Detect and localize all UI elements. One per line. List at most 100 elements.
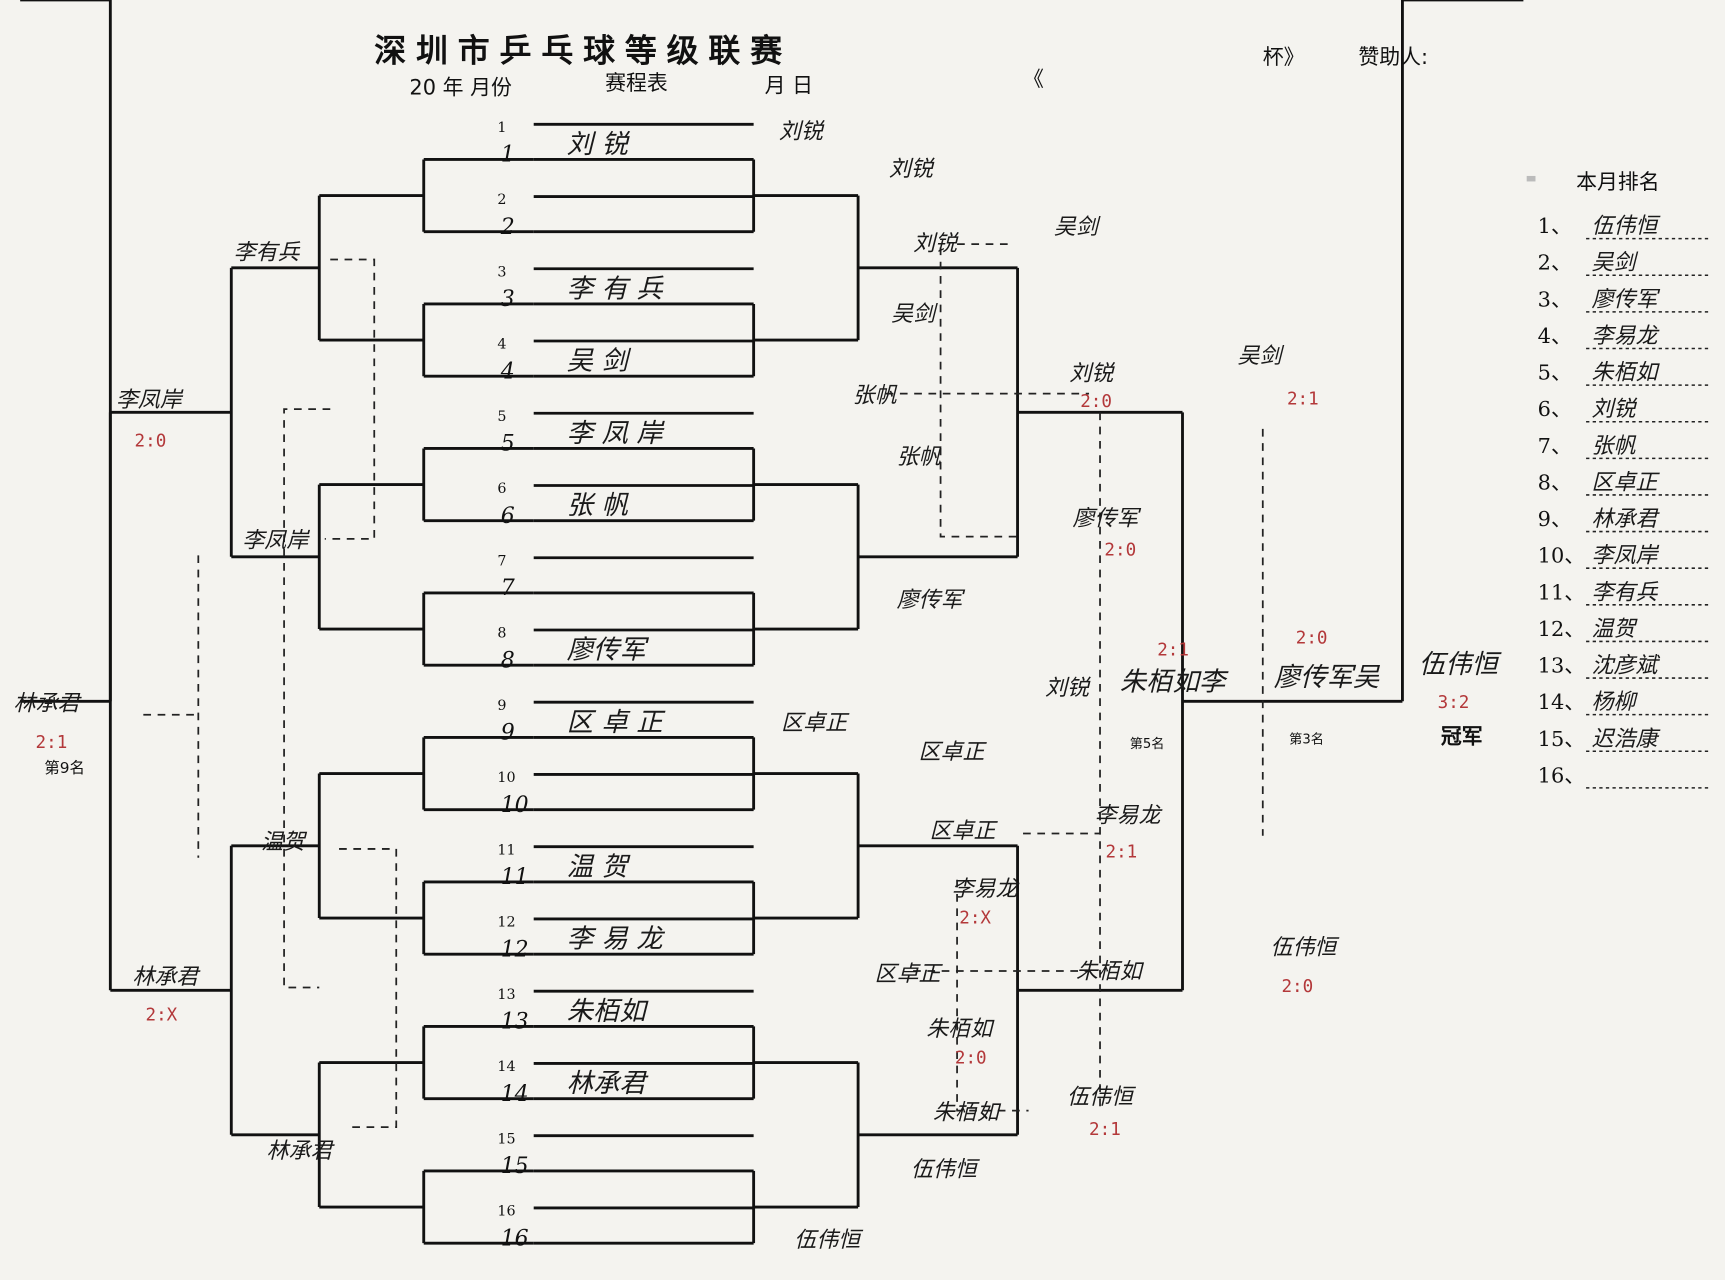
ranking-marker (1526, 175, 1536, 182)
slot-player-name: 区 卓 正 (567, 708, 667, 738)
slot-player-name: 廖传军 (567, 636, 650, 666)
slot-player-name: 李 凤 岸 (567, 419, 666, 449)
dashed-guide (913, 832, 1101, 1112)
slot-number: 8 (497, 626, 506, 642)
slot-player-name: 朱栢如 (567, 997, 650, 1027)
slot-handwritten-number: 14 (501, 1082, 529, 1107)
match-score: 2:0 (1104, 540, 1136, 560)
winner-label: 区卓正 (930, 819, 999, 844)
slot-handwritten-number: 6 (501, 504, 515, 529)
champion-label: 冠军 (1441, 724, 1483, 748)
slot-handwritten-number: 8 (501, 648, 515, 673)
ranking-item: 4、李易龙 (1538, 324, 1711, 350)
match-score: 2:0 (955, 1048, 987, 1068)
fifth-place-name: 朱栢如李 (1120, 668, 1229, 698)
slot-handwritten-number: 2 (500, 215, 515, 240)
bracket-lines (20, 0, 1524, 1245)
match-score: 2:1 (36, 733, 68, 753)
winner-label: 朱栢如 (1076, 960, 1145, 985)
slot-handwritten-number: 3 (501, 287, 515, 312)
ranking-position: 13、 (1538, 654, 1585, 678)
loser-bracket-label: 林承君 (132, 965, 201, 990)
winner-label: 朱栢如 (926, 1017, 995, 1042)
ranking-item: 5、朱栢如 (1538, 361, 1711, 386)
ranking-player-name: 李有兵 (1592, 580, 1659, 605)
ranking-position: 4、 (1538, 324, 1572, 348)
dashed-guide (1099, 412, 1264, 1111)
draw-slot: 22 (497, 192, 754, 240)
ranking-player-name: 杨柳 (1592, 690, 1639, 715)
slot-handwritten-number: 4 (500, 359, 515, 384)
loser-bracket-label: 李有兵 (233, 241, 300, 266)
slot-number: 15 (497, 1131, 515, 1147)
ranking-item: 8、区卓正 (1538, 470, 1711, 496)
slot-number: 2 (497, 192, 506, 208)
ranking-player-name: 迟浩康 (1592, 727, 1661, 752)
loser-bracket-winner: 林承君 (14, 691, 83, 716)
ranking-item: 6、刘锐 (1538, 397, 1711, 423)
losers-bracket-labels: 李有兵 李凤岸 2:0 李凤岸 温贺 林承君 2:X 林承君 林承君 2:1 第… (14, 241, 336, 1164)
ranking-player-name: 吴剑 (1592, 251, 1639, 276)
winner-label: 伍伟恒 (1067, 1085, 1137, 1110)
champion-name: 伍伟恒 (1419, 650, 1503, 680)
slot-player-name: 李 易 龙 (567, 925, 666, 955)
dashed-guide (339, 848, 398, 1129)
subtitle-date: 月 日 (765, 73, 813, 97)
subtitle-schedule: 赛程表 (605, 71, 668, 95)
match-score: 2:1 (1287, 390, 1319, 410)
slot-player-name: 吴 剑 (567, 347, 632, 377)
ranking-position: 6、 (1538, 397, 1572, 421)
loser-bracket-label: 李凤岸 (242, 529, 310, 554)
match-score: 2:X (146, 1005, 178, 1025)
ranking-item: 13、沈彦斌 (1538, 654, 1711, 679)
dashed-guide (143, 555, 200, 858)
dashed-guide (885, 243, 1090, 538)
fifth-place-label: 第5名 (1130, 735, 1165, 752)
ranking-item: 15、迟浩康 (1538, 727, 1711, 753)
winner-label: 区卓正 (875, 962, 944, 987)
ranking-position: 16、 (1538, 763, 1585, 787)
document-title: 深圳市乒乓球等级联赛 (374, 32, 792, 70)
ranking-title: 本月排名 (1576, 170, 1660, 194)
slot-number: 10 (497, 770, 515, 786)
winner-label: 伍伟恒 (1270, 936, 1340, 961)
ranking-player-name: 沈彦斌 (1592, 654, 1661, 679)
subtitle-year-month: 20 年 月份 (409, 76, 512, 100)
sponsor-label: 赞助人: (1358, 45, 1428, 69)
ranking-item: 11、李有兵 (1538, 580, 1711, 606)
ranking-position: 10、 (1538, 544, 1585, 568)
cup-open-bracket: 《 (1023, 67, 1044, 91)
dashed-guide (324, 258, 376, 540)
cup-close-label: 杯》 (1263, 45, 1305, 69)
winner-label: 吴剑 (891, 302, 938, 327)
ranking-player-name: 张帆 (1592, 434, 1637, 459)
ranking-item: 10、李凤岸 (1538, 544, 1711, 569)
ranking-position: 5、 (1538, 361, 1572, 385)
slot-number: 11 (497, 842, 515, 858)
slot-player-name: 刘 锐 (567, 130, 631, 160)
ranking-player-name: 李易龙 (1592, 324, 1661, 349)
final-result: 伍伟恒 3:2 冠军 (1419, 650, 1503, 748)
slot-handwritten-number: 9 (501, 721, 515, 746)
ranking-position: 3、 (1538, 287, 1572, 311)
slot-player-name: 张 帆 (567, 491, 630, 521)
match-score: 2:1 (1106, 843, 1138, 863)
winner-label: 李易龙 (952, 877, 1021, 902)
ranking-position: 1、 (1538, 214, 1572, 238)
ranking-player-name: 朱栢如 (1592, 361, 1661, 386)
slot-handwritten-number: 11 (501, 865, 529, 890)
loser-bracket-label: 温贺 (261, 830, 308, 855)
third-place-score: 2:0 (1296, 628, 1328, 648)
ranking-item: 16、 (1538, 763, 1711, 789)
slot-player-name: 李 有 兵 (567, 274, 665, 304)
dashed-guide (283, 408, 331, 989)
winner-label: 李易龙 (1095, 804, 1164, 829)
